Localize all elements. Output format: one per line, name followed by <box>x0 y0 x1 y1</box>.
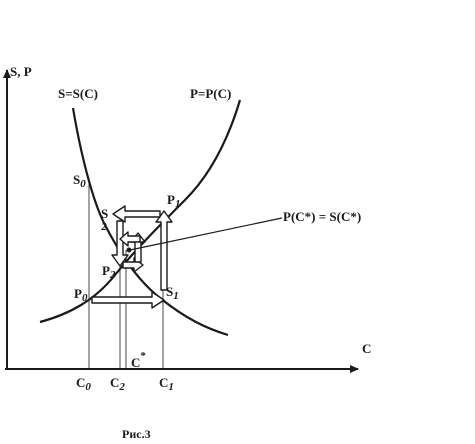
arrow-p3-s4 <box>119 231 141 247</box>
cobweb-arrows <box>91 205 173 309</box>
label-p2: P2 <box>102 263 116 281</box>
equilibrium-point <box>126 247 132 253</box>
label-p0: P0 <box>74 286 88 304</box>
arrow-p1-s2 <box>112 205 161 223</box>
tick-c1: C1 <box>159 375 174 393</box>
equilibrium-label: P(C*) = S(C*) <box>283 209 361 224</box>
tick-c0: C0 <box>76 375 91 393</box>
x-axis-label: C <box>362 341 371 356</box>
curve-s-label: S=S(C) <box>58 86 98 101</box>
arrow-s2-p2 <box>111 220 129 267</box>
label-p1: P1 <box>167 192 180 210</box>
arrow-p0-s1 <box>91 291 165 309</box>
curve-p <box>39 99 242 324</box>
y-axis-label: S, P <box>10 64 32 79</box>
curve-p-label: P=P(C) <box>190 86 231 101</box>
arrow-s1-p1 <box>155 210 173 291</box>
tick-cstar: C* <box>131 350 146 370</box>
label-s1: S1 <box>166 284 179 302</box>
figure-caption: Рис.3 <box>122 427 151 441</box>
tick-c2: C2 <box>110 375 125 393</box>
label-s0: S0 <box>73 172 86 190</box>
equilibrium-leader <box>129 217 283 251</box>
